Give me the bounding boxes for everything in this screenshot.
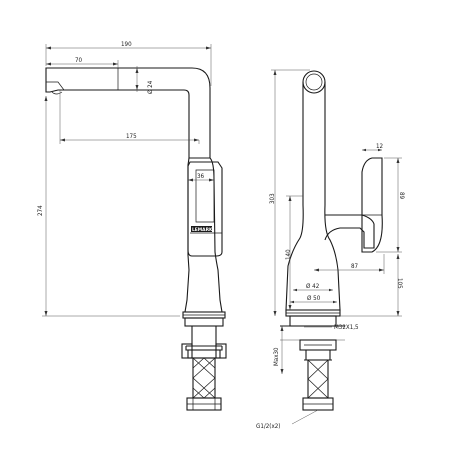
dim-body-width: 36	[197, 173, 205, 180]
dim-base-diameter: Ø 50	[307, 294, 321, 302]
side-lever	[324, 214, 375, 249]
handle-lever	[187, 161, 223, 257]
dim-body-diameter: Ø 42	[306, 282, 319, 290]
base-plate	[184, 317, 224, 327]
front-view: LEMARK	[45, 67, 227, 411]
spout-outline	[45, 67, 211, 159]
side-base-plate	[289, 315, 337, 327]
side-hose	[307, 359, 329, 399]
supply-hose	[192, 357, 216, 399]
brand-logo-plate	[191, 226, 212, 232]
dim-spout-tip: 70	[75, 57, 83, 64]
dim-spout-diameter: Ø 24	[146, 80, 154, 94]
side-dimensions: 303 12 89 140 87 105 Ø 42 Ø 50	[256, 69, 405, 430]
dim-base-height: 105	[396, 278, 403, 289]
dim-spout-projection: 175	[126, 133, 137, 140]
dim-total-reach: 190	[121, 41, 132, 48]
dim-handle-height: 89	[398, 192, 405, 200]
mount-stem	[185, 326, 223, 351]
dim-total-height: 274	[37, 205, 44, 216]
dim-lever-height: 140	[285, 249, 292, 260]
dim-thread: M32X1,5	[334, 324, 359, 331]
dim-side-height: 303	[269, 193, 276, 204]
faucet-body	[184, 157, 223, 313]
side-mount	[299, 339, 337, 351]
front-dimensions: 190 70 Ø 24 175 36 274	[37, 41, 214, 317]
spout-nozzle	[45, 68, 65, 95]
brand-logo: LEMARK	[192, 227, 213, 233]
side-handle-top	[361, 157, 383, 253]
dim-lever-reach: 87	[351, 263, 359, 270]
dim-max-mount: Max30	[273, 347, 280, 366]
handle-inner	[195, 169, 215, 223]
dim-hose-thread: G1/2(x2)	[256, 423, 280, 430]
dim-handle-depth: 12	[376, 143, 383, 150]
side-view	[280, 70, 383, 411]
